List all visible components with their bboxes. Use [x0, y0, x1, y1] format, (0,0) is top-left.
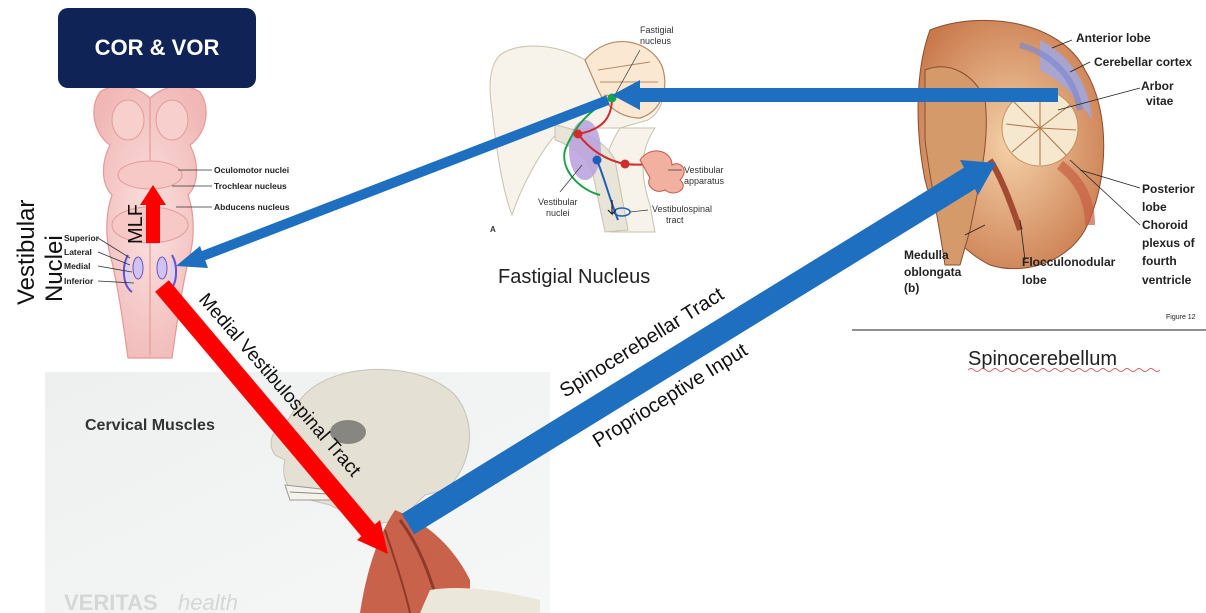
cervical-title: Cervical Muscles [85, 417, 215, 434]
label-arbor-1: Arbor [1141, 79, 1174, 93]
label-vestibular-nuclei-1: Vestibular [538, 197, 578, 207]
label-medulla-1: Medulla [904, 248, 949, 262]
caption-spinocerebellum: Spinocerebellum [968, 348, 1117, 370]
label-posterior-2: lobe [1142, 200, 1167, 214]
label-choroid-3: fourth [1142, 254, 1177, 268]
label-choroid-4: ventricle [1142, 273, 1192, 287]
label-vestibulospinal-1: Vestibulospinal [652, 204, 712, 214]
label-vestibular-apparatus-1: Vestibular [684, 165, 724, 175]
label-fastigial-1: Fastigial [640, 25, 674, 35]
label-vestibulospinal-2: tract [666, 215, 684, 225]
vestibular-label-line1: Vestibular [13, 200, 40, 305]
label-oculomotor: Oculomotor nuclei [214, 165, 289, 175]
label-flocculonodular-2: lobe [1022, 273, 1047, 287]
label-arbor-2: vitae [1146, 94, 1174, 108]
label-figure-12: Figure 12 [1166, 314, 1196, 321]
label-vestibular-apparatus-2: apparatus [684, 176, 725, 186]
label-posterior-1: Posterior [1142, 182, 1195, 196]
label-lateral: Lateral [64, 247, 92, 257]
brand-veritas: VERITAS [64, 590, 158, 613]
label-panel-a: A [490, 225, 496, 234]
label-choroid-2: plexus of [1142, 236, 1196, 250]
vestibular-label-line2: Nuclei [41, 235, 68, 302]
label-trochlear: Trochlear nucleus [214, 181, 287, 191]
label-panel-b: (b) [904, 281, 919, 295]
label-abducens: Abducens nucleus [214, 202, 290, 212]
label-fastigial-2: nucleus [640, 36, 672, 46]
label-choroid-1: Choroid [1142, 218, 1188, 232]
label-cerebellar-cortex: Cerebellar cortex [1094, 55, 1192, 69]
label-mlf: MLF [125, 204, 147, 244]
label-flocculonodular-1: Flocculonodular [1022, 255, 1116, 269]
label-inferior: Inferior [64, 276, 94, 286]
arrow-fastigial-to-nuclei [200, 100, 608, 257]
brand-health: health [178, 590, 238, 613]
label-vestibular-nuclei-2: nuclei [546, 208, 570, 218]
label-medulla-2: oblongata [904, 265, 962, 279]
cor-vor-box: COR & VOR [58, 8, 256, 88]
label-superior: Superior [64, 233, 100, 243]
label-anterior-lobe: Anterior lobe [1076, 31, 1151, 45]
cor-vor-title: COR & VOR [95, 35, 220, 61]
caption-fastigial: Fastigial Nucleus [498, 266, 650, 288]
